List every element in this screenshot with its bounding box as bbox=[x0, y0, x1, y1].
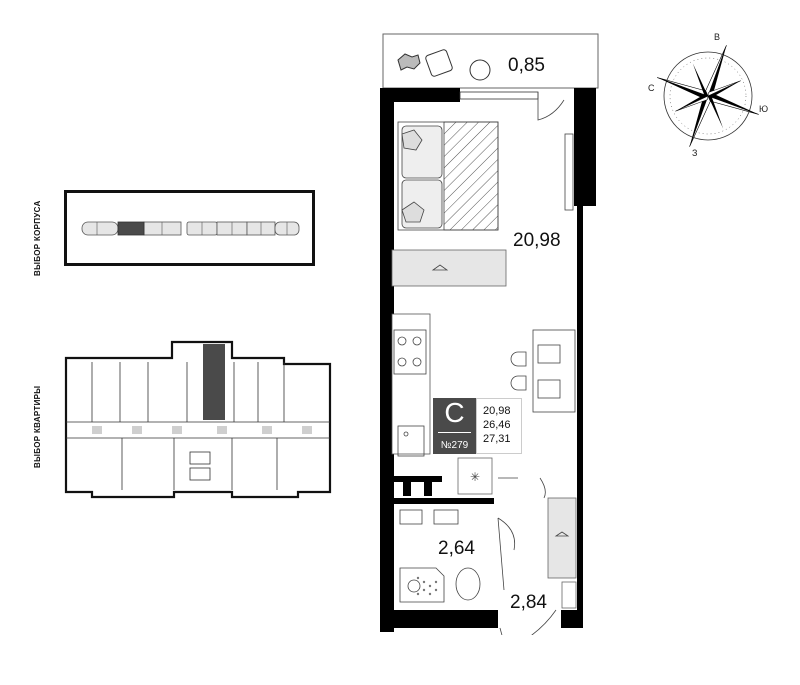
bed bbox=[397, 121, 499, 231]
compass-west: С bbox=[648, 83, 655, 93]
balcony-area: 0,85 bbox=[508, 55, 545, 76]
compass-east: Ю bbox=[759, 104, 769, 114]
selected-building bbox=[117, 221, 145, 236]
hallway-area: 2,84 bbox=[510, 592, 547, 613]
compass: В Ю З С bbox=[648, 32, 769, 158]
building-selector[interactable] bbox=[64, 190, 315, 266]
bathroom-fixtures bbox=[399, 509, 481, 603]
bathroom-area: 2,64 bbox=[438, 538, 475, 559]
area-total: 26,46 bbox=[483, 419, 511, 431]
building-selector-map bbox=[81, 221, 300, 236]
apartment-number: №279 bbox=[440, 440, 469, 451]
floor-plan-map bbox=[64, 340, 332, 499]
area-full: 27,31 bbox=[483, 433, 511, 445]
apartment-plan: ✳ bbox=[378, 30, 603, 651]
selected-apartment bbox=[203, 344, 225, 420]
apartment-type-badge: С №279 bbox=[433, 398, 476, 454]
badge-divider bbox=[438, 432, 471, 433]
balcony-furniture bbox=[397, 49, 491, 81]
apartment-plan-drawing: ✳ bbox=[380, 33, 599, 651]
building-selection-label: ВЫБОР КОРПУСА bbox=[33, 200, 42, 276]
svg-text:✳: ✳ bbox=[470, 470, 480, 484]
stove bbox=[393, 329, 427, 375]
compass-rose-icon bbox=[657, 45, 759, 147]
compass-north: В bbox=[714, 32, 721, 42]
compass-south: З bbox=[692, 148, 698, 158]
apartment-selector[interactable] bbox=[62, 340, 337, 505]
dining-table bbox=[510, 329, 576, 413]
apartment-type-letter: С bbox=[444, 397, 465, 428]
sink bbox=[397, 425, 425, 457]
main-room-area: 20,98 bbox=[513, 230, 561, 251]
apartment-selection-label: ВЫБОР КВАРТИРЫ bbox=[33, 385, 42, 468]
area-living: 20,98 bbox=[483, 405, 511, 417]
apartment-areas: 20,98 26,46 27,31 bbox=[476, 398, 522, 454]
